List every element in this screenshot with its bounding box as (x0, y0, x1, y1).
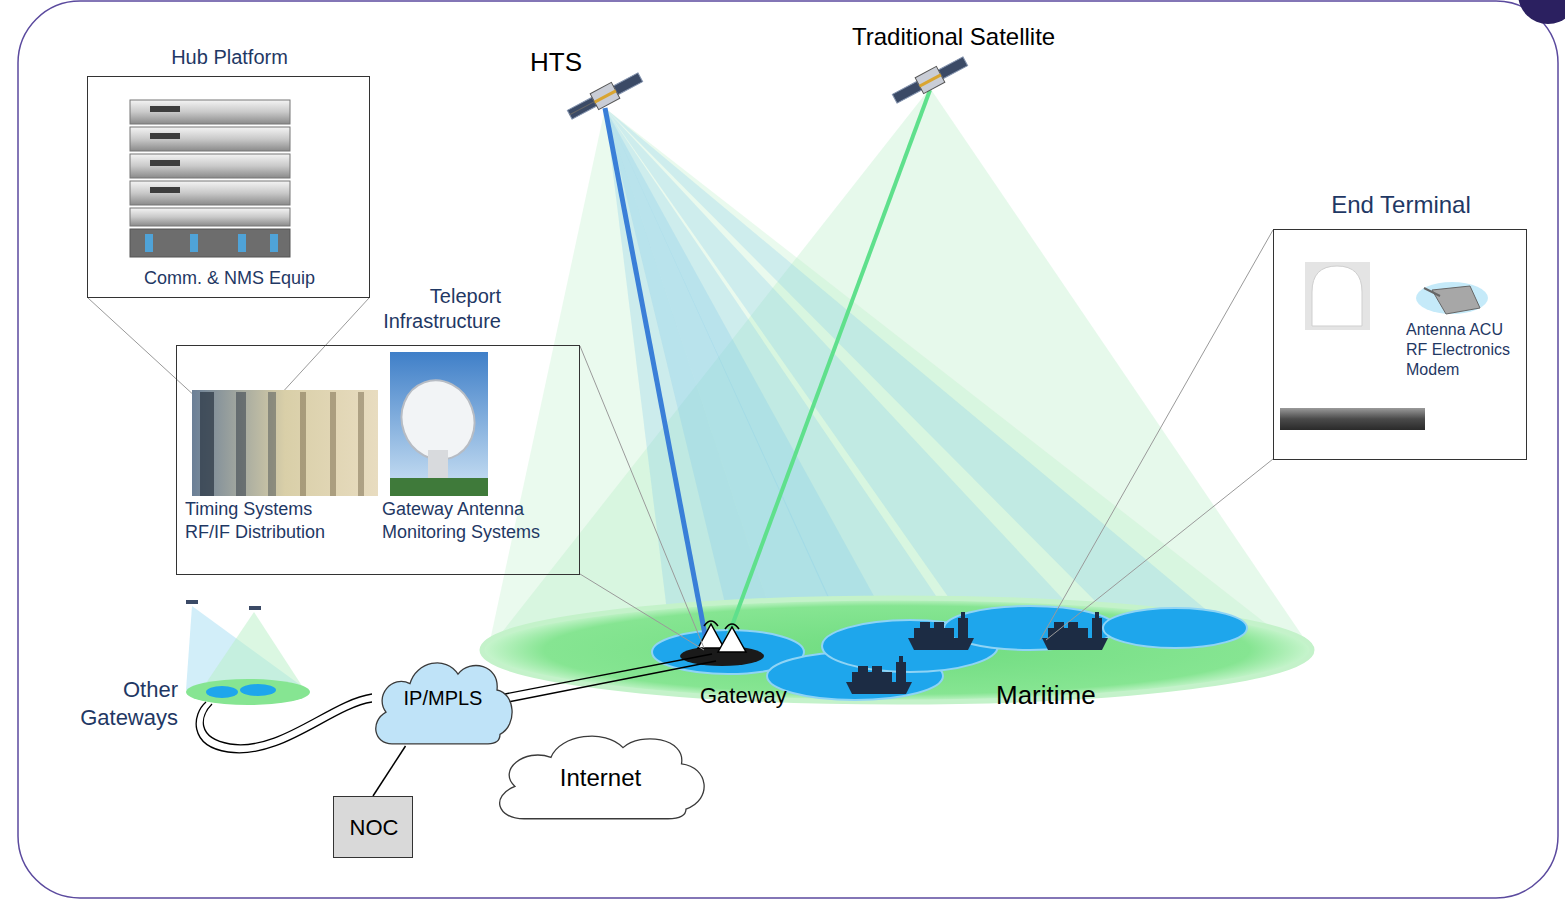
hub-platform-box: Hub PlatformComm. & NMS Equip (87, 76, 370, 298)
satellite-label: Traditional Satellite (852, 22, 1055, 52)
leader-lines (88, 230, 1273, 650)
hub-rack-picture (130, 100, 290, 257)
satellite-label: HTS (530, 46, 582, 79)
teleport-pictures (192, 352, 488, 496)
satellite-icons (565, 53, 969, 122)
box-text: Antenna ACU RF Electronics Modem (1406, 320, 1522, 380)
ip-mpls-cloud: IP/MPLS (368, 652, 518, 747)
network-link (373, 746, 406, 796)
feeder-links (605, 90, 930, 642)
internet-cloud: Internet (488, 725, 713, 822)
teleport-box: Teleport InfrastructureTiming Systems RF… (176, 345, 580, 575)
box-text: Comm. & NMS Equip (88, 267, 371, 290)
terrestrial-links (196, 654, 716, 753)
site-label: Gateway (700, 682, 787, 710)
link-line (373, 746, 406, 796)
end-terminal-box: End TerminalAntenna ACU RF Electronics M… (1273, 229, 1527, 460)
box-heading: Teleport Infrastructure (361, 284, 501, 334)
box-text: IP/MPLS (368, 686, 518, 711)
region-label: Maritime (996, 679, 1096, 712)
site-label: Other Gateways (66, 676, 178, 731)
box-heading: Hub Platform (88, 45, 371, 70)
coverage-area (482, 598, 1312, 702)
box-heading: End Terminal (1274, 190, 1528, 220)
outer-frame (18, 0, 1565, 898)
box-text: Gateway Antenna Monitoring Systems (382, 498, 570, 543)
box-text: Timing Systems RF/IF Distribution (185, 498, 357, 543)
noc-box: NOC (333, 796, 413, 858)
box-text: NOC (334, 814, 414, 842)
other-gateways-picture (186, 600, 310, 705)
coverage-beams (488, 88, 1312, 676)
box-text: Internet (488, 763, 713, 793)
